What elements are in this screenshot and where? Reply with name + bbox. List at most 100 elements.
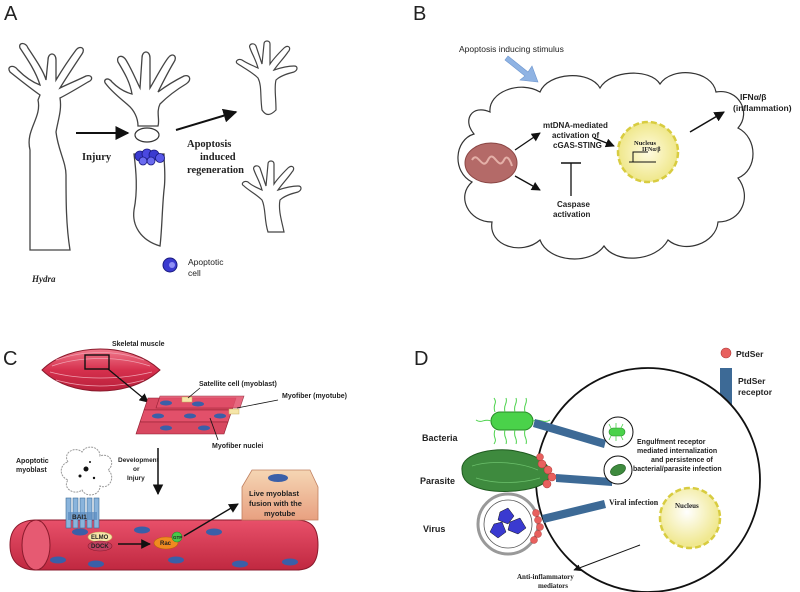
viral-infection-label: Viral infection	[609, 498, 659, 507]
engulf-label-4: bacterial/parasite infection	[633, 466, 722, 473]
apoptotic-myoblast-label-1: Apoptotic	[16, 458, 49, 465]
zoom-arrow	[107, 368, 149, 403]
virus-vesicle	[476, 492, 544, 556]
fusion-label-2: fusion with the	[249, 499, 302, 508]
satellite-pointer	[187, 387, 201, 399]
ifn-gene-label: IFNα/β	[642, 147, 661, 153]
engulf-label-3: and persistence of	[651, 457, 714, 464]
injury-label: Injury	[82, 152, 112, 163]
wound-site	[134, 127, 160, 143]
nuclei-pointer	[209, 417, 219, 441]
bai1-receptor	[65, 497, 100, 529]
myofiber-bundle	[135, 395, 245, 435]
apoptotic-myoblast	[60, 446, 113, 496]
parasite	[461, 449, 557, 492]
internalized-parasite	[610, 464, 626, 476]
hydra-head-fragment	[104, 51, 191, 127]
bacterium	[475, 397, 551, 445]
nucleus-d-label: Nucleus	[675, 502, 699, 510]
anti-inflammatory-label-1: Anti-inflammatory	[517, 573, 574, 581]
regeneration-label-2: induced	[200, 152, 236, 163]
internalized-bacterium	[608, 423, 626, 441]
nucleus-b-label: Nucleus	[634, 140, 657, 147]
ifn-output-arrow	[689, 111, 725, 133]
panel-b-letter: B	[413, 3, 426, 25]
legend-label-1: Apoptotic	[188, 257, 224, 267]
rac-protein	[153, 536, 179, 550]
engulf-label-1: Engulfment receptor	[637, 439, 706, 446]
regenerated-hydra-bottom	[241, 160, 302, 233]
development-label-1: Development	[118, 457, 160, 464]
panel-b: B Apoptosis inducing stimulus mtDNA-medi…	[413, 3, 792, 260]
fusing-myoblast-nucleus	[268, 474, 288, 482]
cgas-to-nucleus-arrow	[593, 137, 615, 148]
receptor-legend-label-1: PtdSer	[738, 376, 766, 386]
mtdna-label-1: mtDNA-mediated	[543, 121, 608, 130]
hydra-intact	[8, 42, 93, 251]
development-label-3: Injury	[127, 475, 145, 482]
hydra-label: Hydra	[31, 274, 56, 284]
ifn-output-label-1: IFNα/β	[740, 92, 766, 102]
parasite-label: Parasite	[420, 476, 455, 486]
skeletal-muscle	[41, 348, 161, 392]
regeneration-arrow	[175, 108, 238, 131]
apoptotic-cell-cluster	[134, 148, 165, 166]
myofiber-pointer	[236, 399, 279, 409]
caspase-label-2: activation	[553, 210, 590, 219]
nucleus-d	[658, 486, 722, 550]
gtp-molecule	[171, 531, 183, 543]
satellite-label: Satellite cell (myoblast)	[199, 381, 277, 388]
gtp-label: GTP	[173, 535, 182, 540]
gene-promoter-icon	[629, 151, 656, 163]
panel-c-letter: C	[3, 348, 17, 370]
skeletal-muscle-label: Skeletal muscle	[112, 341, 165, 348]
fusion-label-1: Live myoblast	[249, 489, 300, 498]
apoptotic-myoblast-label-2: myoblast	[16, 467, 47, 474]
mito-to-caspase-arrow	[514, 175, 541, 191]
myofiber-label: Myofiber (myotube)	[282, 393, 347, 400]
legend-label-2: cell	[188, 268, 201, 278]
rac-label: Rac	[160, 541, 172, 547]
nuclei-label: Myofiber nuclei	[212, 443, 263, 450]
development-label-2: or	[133, 466, 140, 473]
engulf-label-2: mediated internalization	[637, 448, 717, 455]
anti-inflammatory-arrow	[573, 544, 641, 572]
regeneration-label-3: regeneration	[187, 165, 244, 176]
apoptotic-cell-legend-core	[169, 262, 175, 268]
bacteria-receptor	[533, 419, 606, 448]
fusion-label-3: myotube	[264, 509, 295, 518]
panel-d-letter: D	[414, 348, 428, 370]
caspase-label-1: Caspase	[557, 200, 590, 209]
cell-cloud-outline	[457, 72, 754, 260]
stimulus-label: Apoptosis inducing stimulus	[459, 44, 564, 54]
dock-protein	[87, 540, 113, 552]
panel-a-letter: A	[4, 3, 18, 25]
fusing-myoblast	[241, 469, 319, 521]
virus-label: Virus	[423, 524, 445, 534]
panel-d: D PtdSer PtdSer receptor Bacteria Parasi…	[414, 347, 773, 592]
mitochondrion	[464, 142, 518, 184]
mito-to-cgas-arrow	[514, 132, 541, 151]
elmo-label: ELMO	[91, 535, 109, 541]
parasite-receptor	[556, 474, 612, 486]
satellite-cell	[181, 396, 193, 403]
panel-c: C Skeletal muscle Satellite cell (myob	[3, 341, 347, 571]
dock-label: DOCK	[91, 544, 109, 550]
regenerated-hydra-top	[235, 40, 298, 116]
stimulus-arrow	[504, 55, 539, 83]
mtdna-label-2: activation of	[552, 131, 599, 140]
rac-to-fusion-arrow	[183, 503, 239, 537]
regeneration-label-1: Apoptosis	[187, 139, 231, 150]
hydra-foot-fragment	[133, 153, 166, 247]
bai1-label: BAI1	[72, 514, 87, 521]
ifn-output-label-2: (inflammation)	[733, 103, 792, 113]
virus-receptor	[542, 500, 606, 523]
panel-a: A Hydra Injury Apoptosis induced regener…	[4, 3, 302, 284]
ptdser-legend-icon	[720, 347, 732, 359]
receptor-legend-label-2: receptor	[738, 387, 773, 397]
mtdna-label-3: cGAS-STING	[553, 141, 602, 150]
anti-inflammatory-label-2: mediators	[538, 582, 568, 590]
bacteria-label: Bacteria	[422, 433, 459, 443]
ptdser-legend-label: PtdSer	[736, 349, 764, 359]
